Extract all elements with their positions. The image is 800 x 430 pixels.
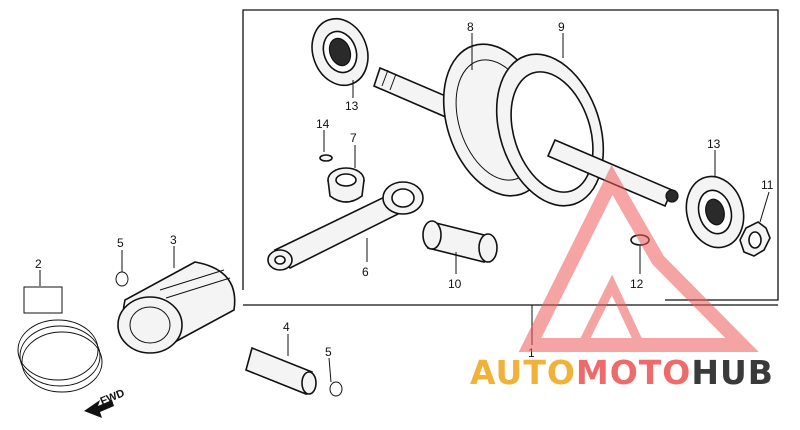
callout-10: 10 <box>448 277 462 291</box>
piston-pin-part <box>245 346 317 396</box>
callout-5-bottom: 5 <box>325 345 332 359</box>
watermark-auto: AUTO <box>470 353 576 392</box>
callout-7: 7 <box>350 131 357 145</box>
lock-nut-part <box>739 221 771 257</box>
crankshaft-part <box>373 43 679 208</box>
crank-pin-part <box>422 220 498 263</box>
bearing-left-part <box>311 17 369 87</box>
watermark-hub: HUB <box>691 353 774 392</box>
callout-13-left: 13 <box>345 99 359 113</box>
forward-direction-indicator: FWD <box>84 387 126 418</box>
callout-8: 8 <box>467 20 474 34</box>
forward-arrow-icon <box>84 400 114 418</box>
needle-bearing-part <box>327 167 365 203</box>
piston-ring-label-box <box>23 286 63 314</box>
piston-rings-part <box>17 319 103 393</box>
assembly-frame <box>242 9 779 301</box>
callout-4: 4 <box>283 320 290 334</box>
leader-lines <box>39 33 770 383</box>
circlip-bottom-part <box>329 381 343 397</box>
callout-11: 11 <box>761 178 774 192</box>
watermark-text: AUTOMOTOHUB <box>470 353 774 392</box>
callout-13-right: 13 <box>707 137 721 151</box>
callout-14: 14 <box>316 117 330 131</box>
bearing-right-part <box>685 175 745 249</box>
connecting-rod-part <box>267 181 424 271</box>
watermark-logo <box>518 165 759 352</box>
woodruff-key-part <box>319 154 333 162</box>
watermark-triangle-icon <box>518 165 759 352</box>
callout-12: 12 <box>630 277 644 291</box>
callout-1: 1 <box>528 346 535 360</box>
callout-2: 2 <box>35 257 42 271</box>
watermark-moto: MOTO <box>576 353 691 392</box>
callout-5-top: 5 <box>117 236 124 250</box>
circlip-top-part <box>115 271 129 287</box>
piston-part <box>117 261 236 354</box>
callout-6: 6 <box>362 265 369 279</box>
callout-3: 3 <box>170 233 177 247</box>
callout-9: 9 <box>558 20 565 34</box>
